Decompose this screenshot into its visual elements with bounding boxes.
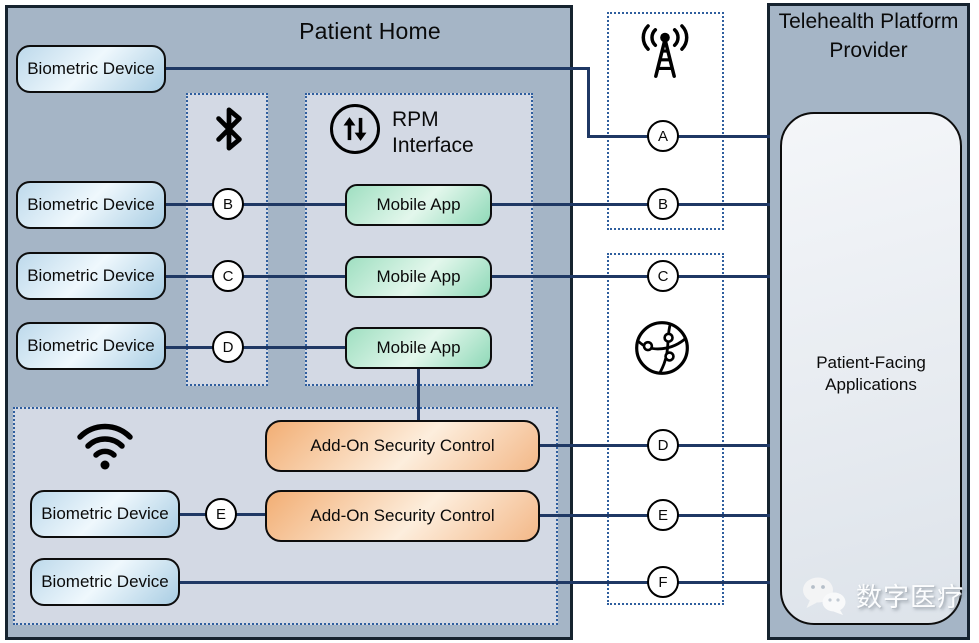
- badge-letter: A: [657, 127, 668, 145]
- biometric-device-label: Biometric Device: [27, 194, 155, 214]
- connector-badge-e: E: [647, 499, 679, 531]
- connector-badge-d: D: [647, 429, 679, 461]
- wifi-icon: [73, 421, 137, 471]
- connection-line-f: [178, 581, 770, 584]
- connector-badge-b: B: [647, 188, 679, 220]
- badge-letter: E: [657, 506, 668, 524]
- biometric-device-box: Biometric Device: [16, 252, 166, 300]
- mobile-app-box: Mobile App: [345, 256, 492, 298]
- mobile-app-box: Mobile App: [345, 184, 492, 226]
- mobile-app-label: Mobile App: [376, 337, 461, 357]
- connector-badge-c: C: [647, 260, 679, 292]
- connector-badge-f: F: [647, 566, 679, 598]
- cell-tower-icon: [634, 24, 696, 82]
- connector-badge-d-left: D: [212, 331, 244, 363]
- biometric-device-label: Biometric Device: [41, 571, 169, 591]
- connection-line-a-drop: [587, 67, 590, 138]
- biometric-device-label: Biometric Device: [27, 335, 155, 355]
- patient-facing-apps-box: Patient-Facing Applications: [780, 112, 962, 625]
- patient-home-title: Patient Home: [299, 18, 441, 44]
- badge-letter: B: [222, 195, 233, 213]
- security-control-label: Add-On Security Control: [310, 435, 495, 455]
- badge-letter: D: [657, 436, 669, 454]
- biometric-device-box: Biometric Device: [16, 45, 166, 93]
- connection-line-d-drop: [417, 368, 420, 420]
- wechat-icon: [800, 574, 848, 616]
- provider-title: Telehealth Platform Provider: [778, 10, 959, 62]
- badge-letter: F: [658, 573, 668, 591]
- connection-line-a-top: [166, 67, 590, 70]
- globe-network-icon: [632, 318, 692, 378]
- badge-letter: B: [657, 195, 668, 213]
- bluetooth-icon: [212, 104, 246, 154]
- mobile-app-box: Mobile App: [345, 327, 492, 369]
- watermark-text: 数字医疗: [856, 581, 965, 612]
- security-control-label: Add-On Security Control: [310, 505, 495, 525]
- badge-letter: C: [657, 267, 669, 285]
- data-sync-arrows-icon: [330, 104, 380, 154]
- connector-badge-b-left: B: [212, 188, 244, 220]
- rpm-zone-label: RPM Interface: [392, 108, 474, 158]
- security-control-box: Add-On Security Control: [265, 490, 540, 542]
- biometric-device-box: Biometric Device: [30, 490, 180, 538]
- connection-line-d-left: [166, 346, 350, 349]
- biometric-device-label: Biometric Device: [41, 503, 169, 523]
- mobile-app-label: Mobile App: [376, 194, 461, 214]
- patient-facing-apps-label: Patient-Facing Applications: [816, 353, 926, 395]
- mobile-app-label: Mobile App: [376, 266, 461, 286]
- watermark: 数字医疗: [800, 574, 964, 616]
- biometric-device-box: Biometric Device: [16, 181, 166, 229]
- badge-letter: E: [215, 505, 226, 523]
- badge-letter: D: [222, 338, 234, 356]
- connector-badge-c-left: C: [212, 260, 244, 292]
- biometric-device-label: Biometric Device: [27, 58, 155, 78]
- connector-badge-e-left: E: [205, 498, 237, 530]
- biometric-device-label: Biometric Device: [27, 265, 155, 285]
- biometric-device-box: Biometric Device: [30, 558, 180, 606]
- connector-badge-a: A: [647, 120, 679, 152]
- badge-letter: C: [222, 267, 234, 285]
- biometric-device-box: Biometric Device: [16, 322, 166, 370]
- security-control-box: Add-On Security Control: [265, 420, 540, 472]
